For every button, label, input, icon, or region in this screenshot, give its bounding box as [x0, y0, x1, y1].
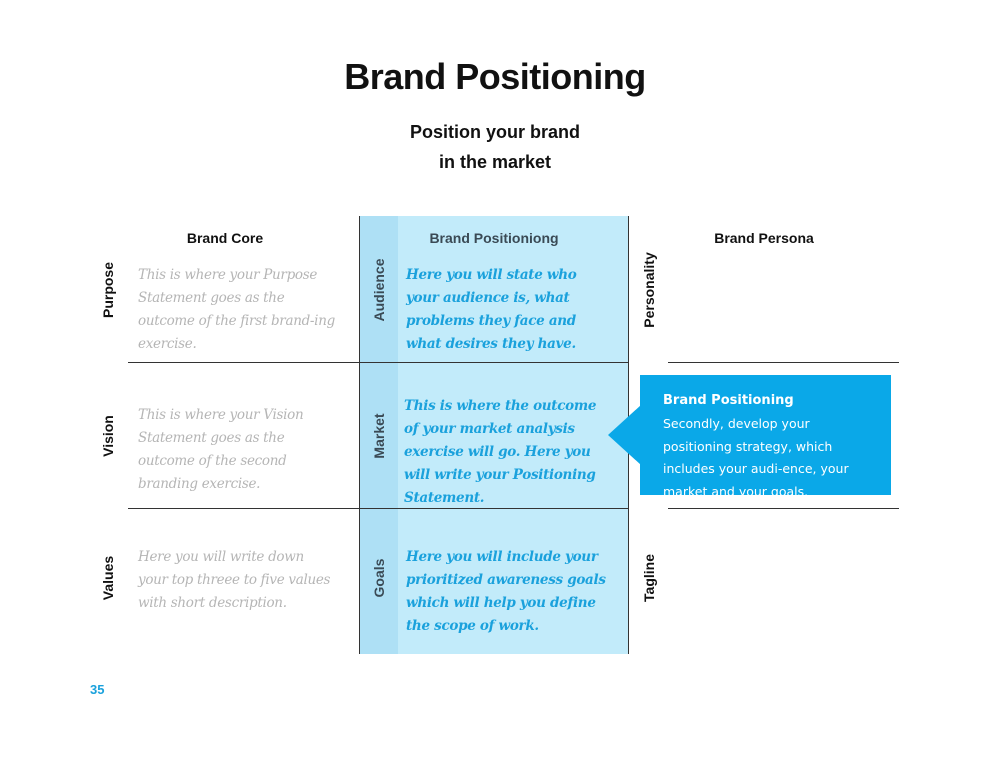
column-heading-brand-persona: Brand Persona	[714, 230, 814, 246]
market-text: This is where the outcome of your market…	[404, 398, 597, 506]
row-label-audience: Audience	[371, 258, 387, 322]
divider-left	[359, 216, 360, 654]
positioning-label-column	[360, 216, 398, 654]
vision-text: This is where your Vision Statement goes…	[138, 407, 304, 492]
row-label-purpose: Purpose	[100, 262, 116, 319]
row-label-values: Values	[100, 555, 116, 601]
callout-body: Secondly, develop your positioning strat…	[663, 416, 849, 499]
audience-text: Here you will state who your audience is…	[406, 267, 577, 352]
row-label-goals: Goals	[371, 558, 387, 598]
row-label-personality: Personality	[641, 252, 657, 328]
column-heading-brand-core: Brand Core	[186, 230, 264, 246]
page-title: Brand Positioning	[344, 56, 646, 97]
page-subtitle: Position your brand in the market	[0, 117, 990, 177]
row-label-tagline: Tagline	[641, 554, 657, 602]
row-label-vision: Vision	[100, 415, 116, 457]
callout-title: Brand Positioning	[663, 393, 794, 408]
row-divider-1-left	[128, 362, 629, 363]
callout-pointer	[608, 405, 641, 465]
positioning-band	[360, 216, 629, 654]
row-divider-1-right	[668, 362, 899, 363]
callout-box: Brand Positioning Secondly, develop your…	[640, 375, 891, 499]
goals-text: Here you will include your prioritized a…	[406, 549, 606, 634]
subtitle-line-2: in the market	[438, 152, 552, 172]
column-heading-brand-positioning: Brand Positioniong	[429, 230, 559, 246]
row-divider-2-right	[668, 508, 899, 509]
purpose-text: This is where your Purpose Statement goe…	[138, 267, 335, 352]
page-number: 35	[90, 682, 105, 697]
values-text: Here you will write down your top threee…	[138, 549, 331, 611]
subtitle-line-1: Position your brand	[409, 122, 580, 142]
row-label-market: Market	[371, 413, 387, 459]
row-divider-2-left	[128, 508, 629, 509]
